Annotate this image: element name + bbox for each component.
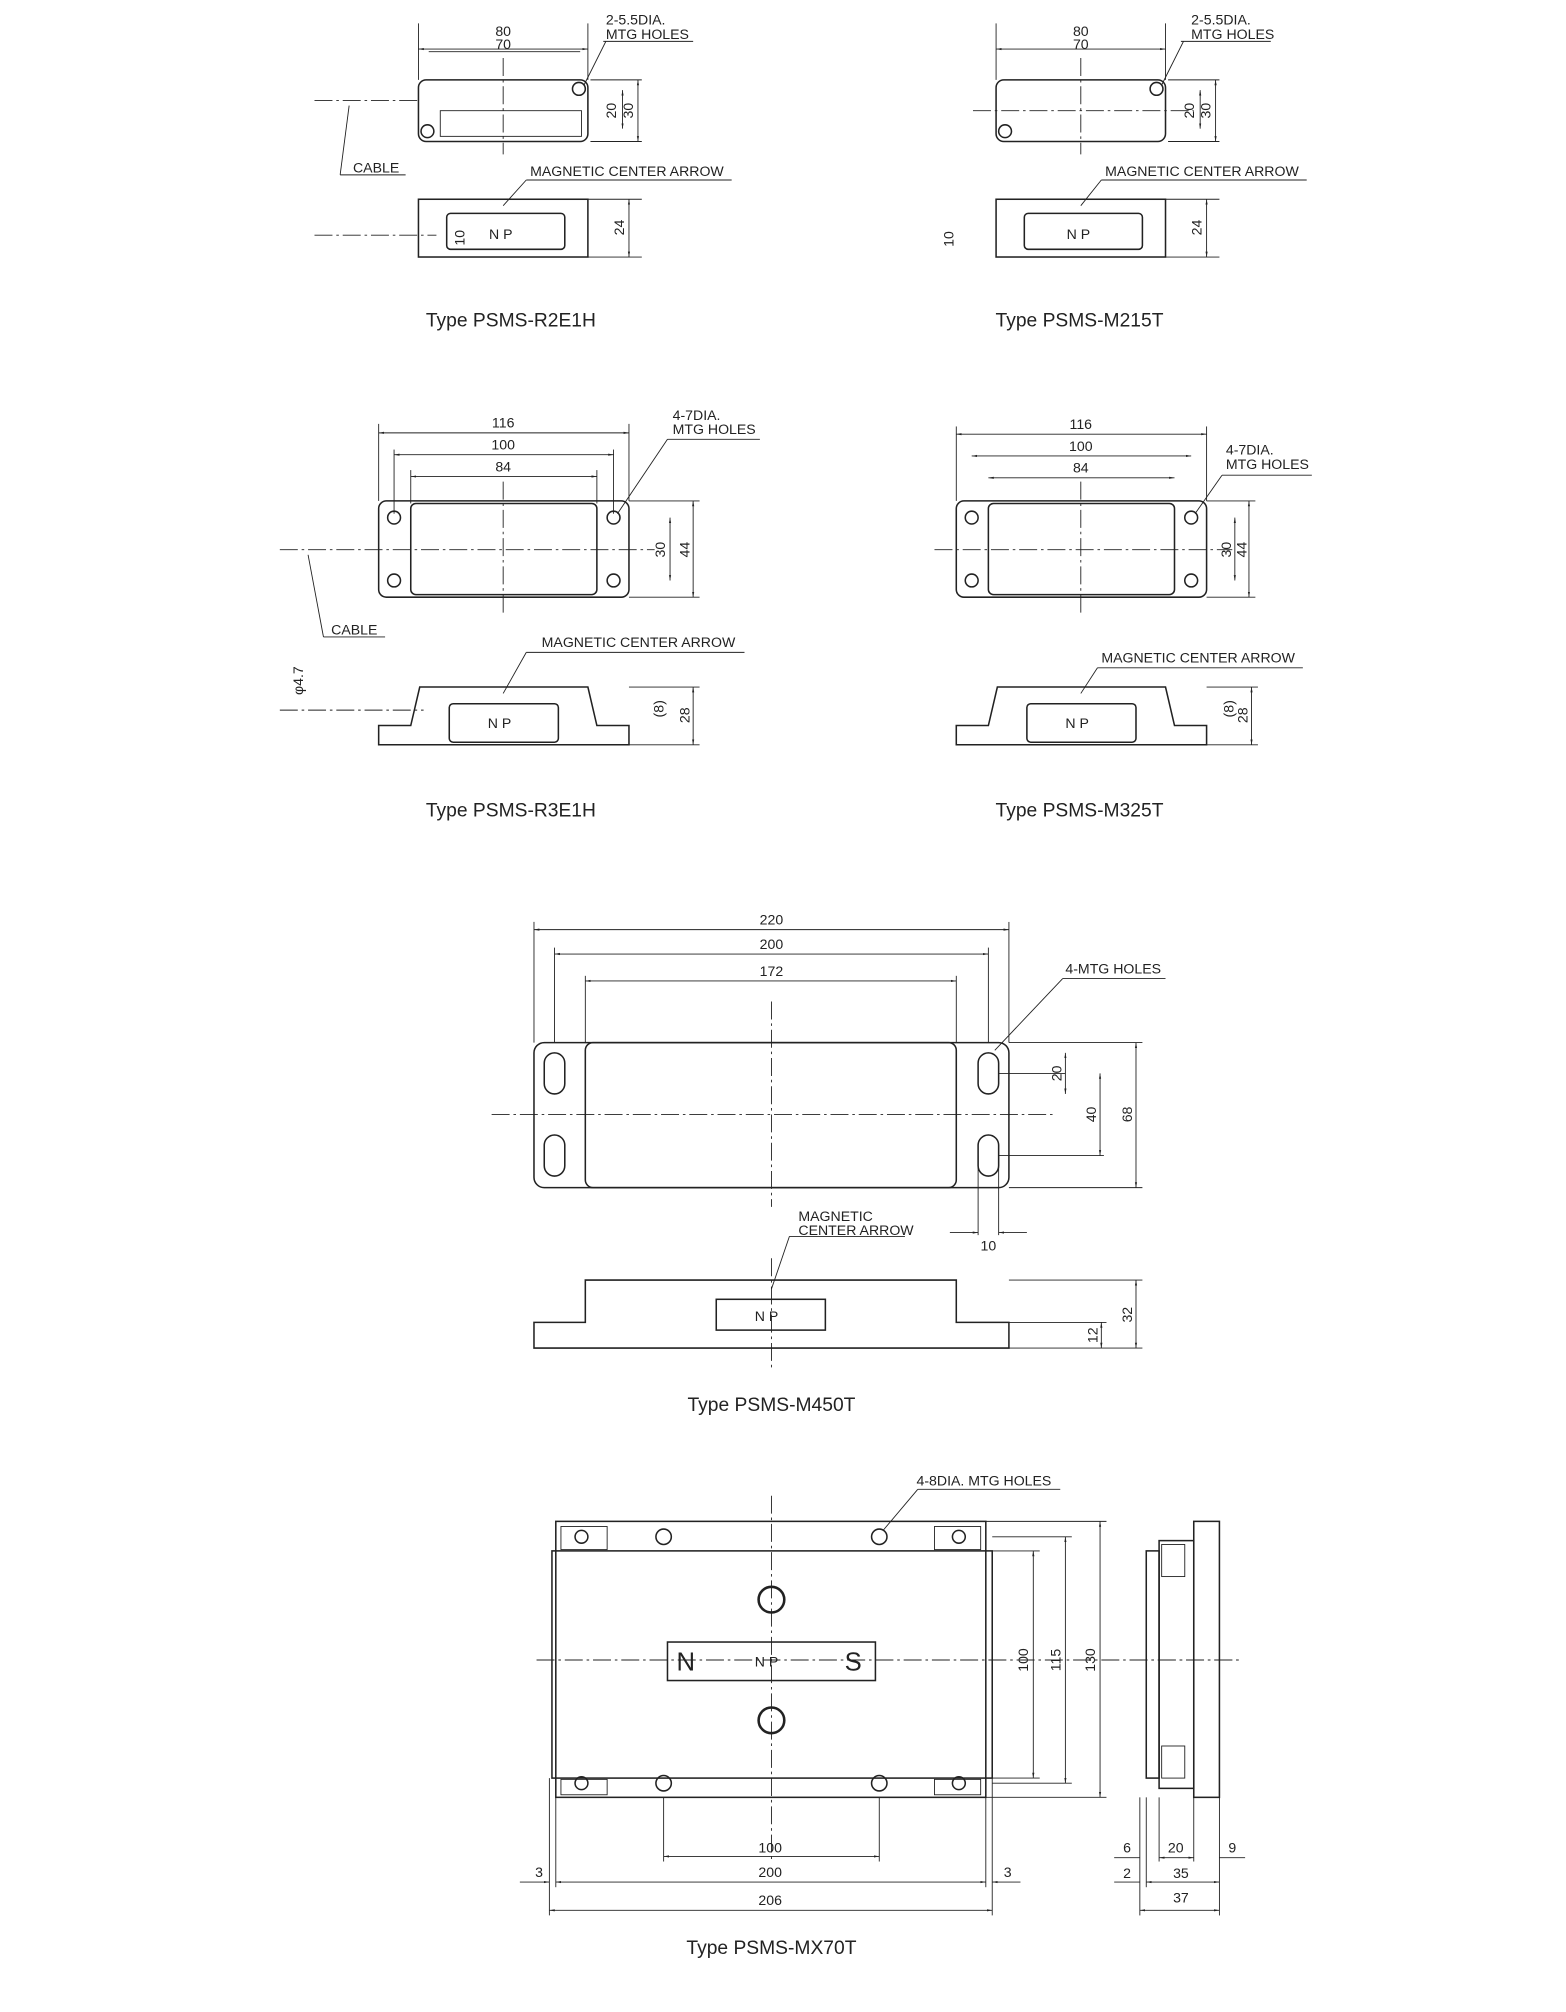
polarity-label: N P [488, 715, 512, 731]
dim-width-outer: 116 [1070, 416, 1093, 432]
dim-height-outer: 44 [676, 542, 692, 558]
cable-label: CABLE [331, 621, 377, 637]
hole-label: 4-7DIA. [673, 407, 721, 423]
dim-height: 24 [1188, 219, 1204, 235]
hole-label: MTG HOLES [606, 26, 689, 42]
dim-width-inner: 172 [760, 963, 784, 979]
magnetic-center-arrow-label: MAGNETIC CENTER ARROW [1101, 650, 1295, 666]
dim-height-outer: 44 [1233, 542, 1249, 558]
cable-label: CABLE [353, 159, 399, 175]
hole-label: MTG HOLES [1191, 26, 1274, 42]
dim-side-2: 2 [1123, 1865, 1131, 1881]
dim-height-inner: 20 [1181, 103, 1197, 119]
dim-side-9: 9 [1228, 1840, 1236, 1856]
dim-side-6: 6 [1123, 1840, 1131, 1856]
hole-label: MTG HOLES [673, 421, 756, 437]
dim-width-body: 200 [758, 1864, 782, 1880]
dim-height-inner: 20 [1049, 1065, 1065, 1081]
dim-offset: 10 [941, 231, 957, 247]
drawing-psms-r3e1h: 116 100 84 30 44 4-7DIA. MTG HOLES CABLE… [279, 407, 760, 822]
dim-height-inner: 20 [603, 103, 619, 119]
polarity-label: N P [1067, 226, 1091, 242]
dim-height-inner: 30 [652, 542, 668, 558]
drawing-psms-m325t: 116 100 84 30 44 4-7DIA. MTG HOLES N P M… [934, 416, 1312, 822]
polarity-label: N P [755, 1308, 779, 1324]
magnetic-center-arrow-label: MAGNETIC CENTER ARROW [530, 163, 724, 179]
dim-height-inner: 100 [1015, 1648, 1031, 1672]
dim-base-height: 12 [1084, 1327, 1100, 1343]
hole-label: 4-MTG HOLES [1065, 960, 1161, 976]
dim-margin-right: 3 [1004, 1864, 1012, 1880]
polarity-label: N P [755, 1653, 779, 1669]
dim-width-total: 206 [758, 1892, 782, 1908]
dim-width-mid: 200 [760, 936, 784, 952]
dim-upper: (8) [651, 700, 667, 717]
dim-height: 24 [611, 219, 627, 235]
dim-height-mid: 40 [1083, 1106, 1099, 1122]
pole-south-label: S [845, 1648, 862, 1676]
dim-offset: 10 [452, 230, 468, 246]
dim-side-37: 37 [1173, 1890, 1189, 1906]
drawing-psms-r2e1h: 80 70 20 30 2-5.5DIA. MTG HOLES CABLE N … [314, 12, 732, 331]
dim-height: 28 [1235, 707, 1251, 723]
dim-height-outer: 30 [620, 103, 636, 119]
dim-margin-left: 3 [535, 1864, 543, 1880]
hole-label: 2-5.5DIA. [606, 12, 666, 28]
dim-height: 32 [1119, 1307, 1135, 1323]
drawing-title: Type PSMS-M215T [996, 310, 1164, 331]
drawing-title: Type PSMS-R2E1H [426, 310, 596, 331]
drawing-psms-m215t: 80 70 20 30 2-5.5DIA. MTG HOLES N P MAGN… [941, 12, 1307, 331]
dim-width-mid: 100 [491, 437, 515, 453]
dim-width-inner: 84 [495, 458, 511, 474]
dim-width-inner: 70 [1073, 36, 1089, 52]
magnetic-center-arrow-label: CENTER ARROW [798, 1222, 914, 1238]
dim-width-outer: 80 [1073, 23, 1089, 39]
polarity-label: N P [489, 226, 513, 242]
polarity-label: N P [1065, 715, 1089, 731]
drawing-psms-m450t: 220 200 172 20 40 68 4-MTG HOLES 10 N P … [491, 911, 1166, 1416]
hole-label: 2-5.5DIA. [1191, 12, 1251, 28]
dim-width-outer: 80 [495, 23, 511, 39]
dim-slot-width: 10 [981, 1238, 997, 1254]
dim-height-outer: 130 [1082, 1648, 1098, 1672]
magnetic-center-arrow-label: MAGNETIC [798, 1208, 872, 1224]
drawing-title: Type PSMS-M325T [996, 801, 1164, 822]
dim-width-inner: 84 [1073, 460, 1089, 476]
drawing-title: Type PSMS-M450T [687, 1395, 855, 1416]
drawing-title: Type PSMS-R3E1H [426, 801, 596, 822]
dim-hole-pitch: 100 [758, 1840, 782, 1856]
hole-label: 4-8DIA. MTG HOLES [916, 1472, 1051, 1488]
dim-width-mid: 100 [1069, 438, 1093, 454]
magnetic-center-arrow-label: MAGNETIC CENTER ARROW [542, 634, 736, 650]
magnetic-center-arrow-label: MAGNETIC CENTER ARROW [1105, 163, 1299, 179]
dim-height-inner: 30 [1218, 542, 1234, 558]
dim-width-outer: 220 [760, 911, 784, 927]
drawing-psms-mx70t: N S N P 4-8DIA. MTG HOLES 100 115 130 10… [519, 1472, 1246, 1959]
hole-label: MTG HOLES [1226, 456, 1309, 472]
dim-side-20: 20 [1168, 1840, 1184, 1856]
dim-height-outer: 30 [1197, 103, 1213, 119]
dim-cable-diameter: φ4.7 [290, 666, 306, 695]
dim-height-outer: 68 [1119, 1106, 1135, 1122]
dim-height: 28 [676, 707, 692, 723]
dim-height-mid: 115 [1047, 1649, 1063, 1672]
dim-width-outer: 116 [492, 415, 515, 431]
hole-label: 4-7DIA. [1226, 442, 1274, 458]
drawing-title: Type PSMS-MX70T [686, 1938, 856, 1959]
dim-side-35: 35 [1173, 1865, 1189, 1881]
dim-upper: (8) [1221, 700, 1237, 717]
pole-north-label: N [676, 1648, 695, 1676]
dim-width-inner: 70 [495, 36, 511, 52]
